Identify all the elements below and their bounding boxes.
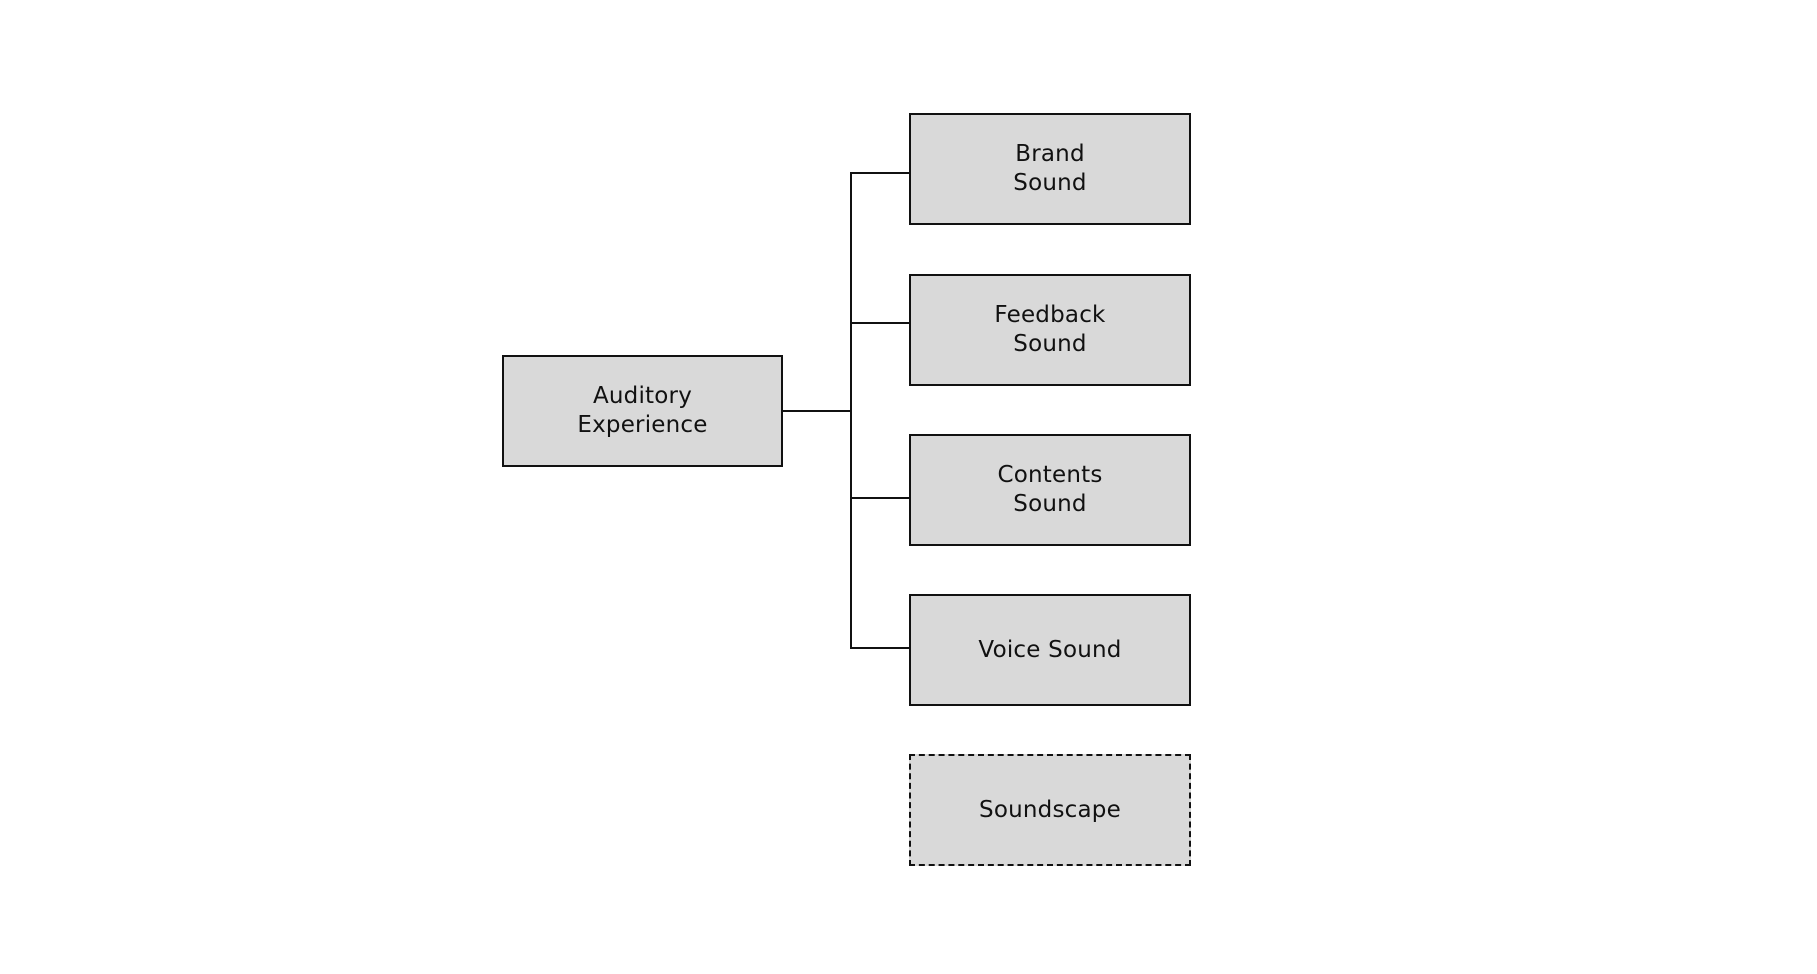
connector-branch-voice	[850, 647, 910, 649]
node-label: Voice Sound	[978, 636, 1122, 663]
node-brand-sound: Brand Sound	[909, 113, 1191, 225]
node-feedback-sound: Feedback Sound	[909, 274, 1191, 386]
node-label: Soundscape	[979, 796, 1121, 823]
connector-branch-brand	[850, 172, 910, 174]
node-label: Contents Sound	[997, 462, 1103, 517]
node-label: Brand Sound	[1013, 141, 1087, 196]
connector-root-horizontal	[783, 410, 851, 412]
connector-branch-contents	[850, 497, 910, 499]
node-soundscape: Soundscape	[909, 754, 1191, 866]
connector-trunk-vertical	[850, 172, 852, 649]
node-contents-sound: Contents Sound	[909, 434, 1191, 546]
node-label: Auditory Experience	[577, 383, 708, 438]
node-label: Feedback Sound	[994, 302, 1106, 357]
node-auditory-experience: Auditory Experience	[502, 355, 783, 467]
connector-branch-feedback	[850, 322, 910, 324]
node-voice-sound: Voice Sound	[909, 594, 1191, 706]
